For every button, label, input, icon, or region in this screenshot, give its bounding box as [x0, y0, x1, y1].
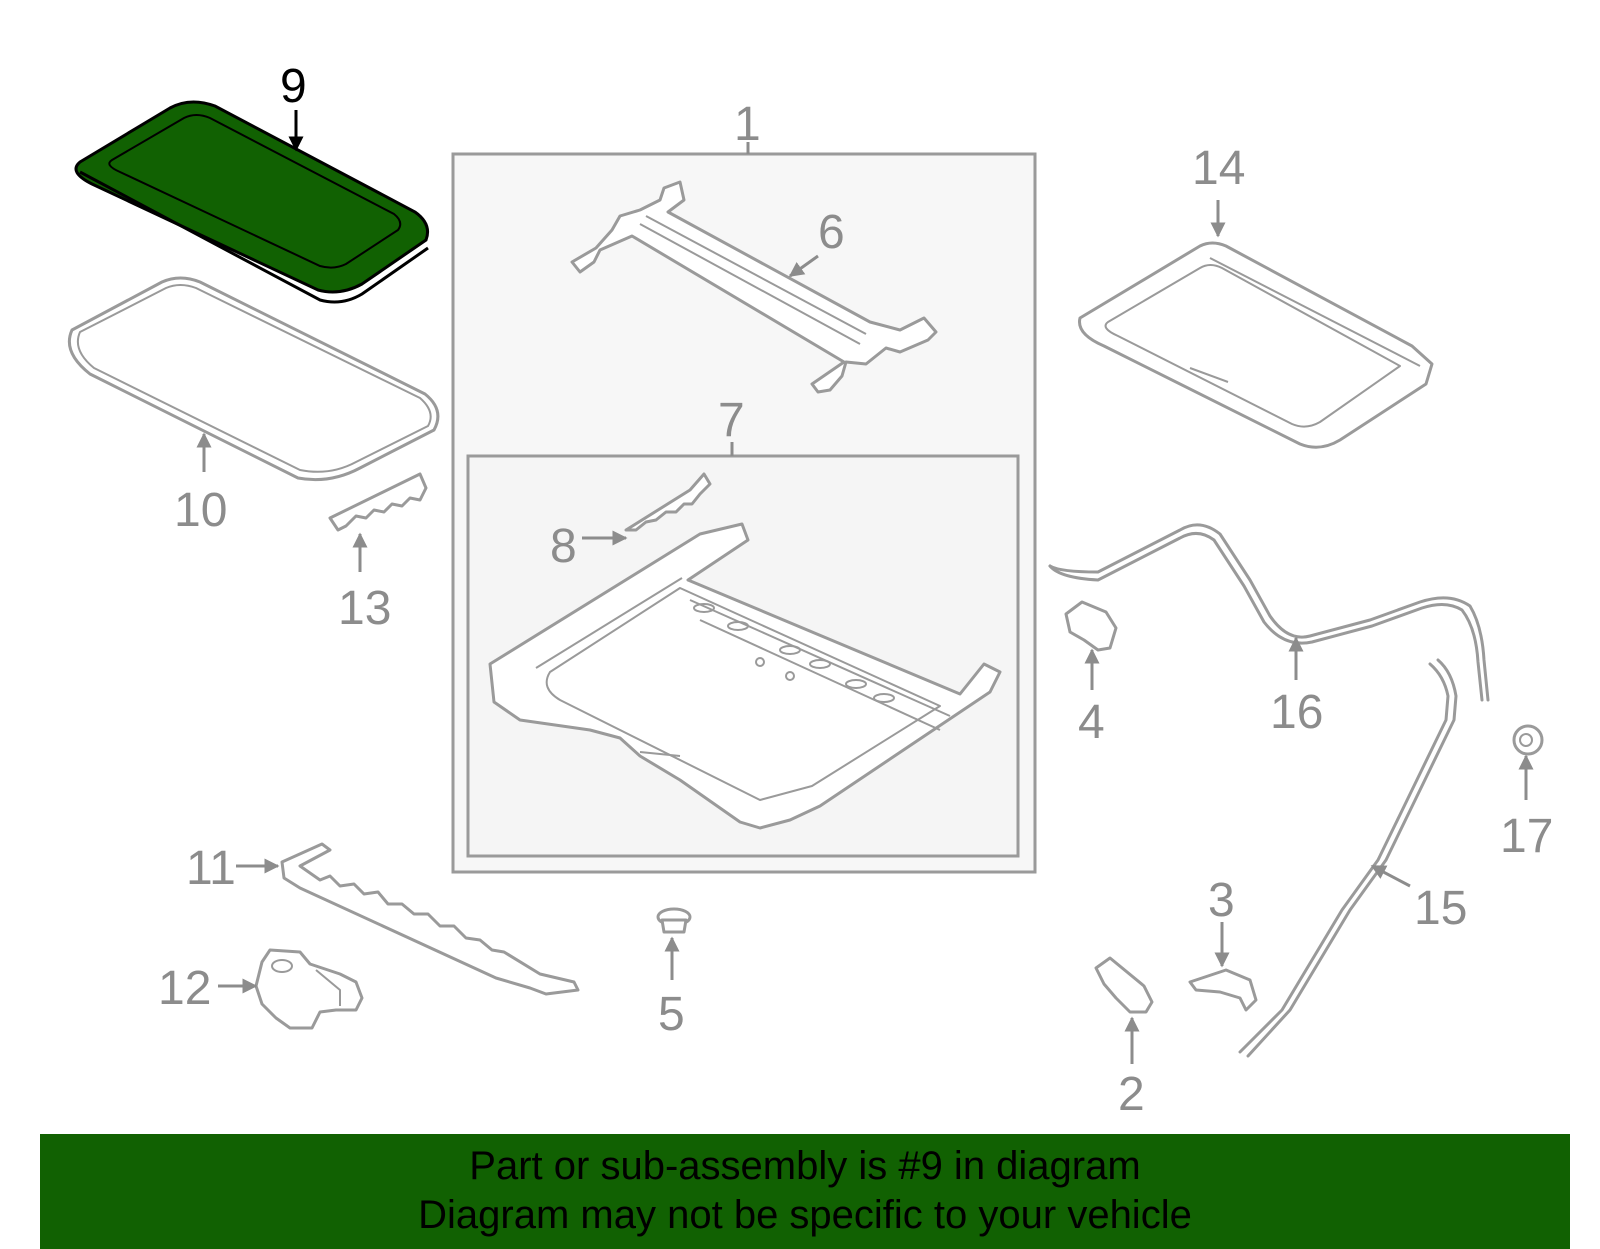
- part-8-bracket[interactable]: [624, 472, 712, 532]
- info-banner: Part or sub-assembly is #9 in diagram Di…: [40, 1134, 1570, 1249]
- callout-16: 16: [1270, 686, 1323, 739]
- callout-5: 5: [658, 988, 685, 1041]
- callout-10: 10: [174, 484, 227, 537]
- banner-line-1: Part or sub-assembly is #9 in diagram: [469, 1144, 1141, 1188]
- callout-4: 4: [1078, 696, 1105, 749]
- part-6-cross-rail[interactable]: [570, 180, 938, 394]
- part-11-wind-deflector[interactable]: [280, 842, 580, 996]
- part-5-push-nut[interactable]: [656, 907, 692, 934]
- part-9-glass-panel[interactable]: [74, 100, 430, 304]
- part-13-deflector-bracket[interactable]: [328, 472, 428, 532]
- callout-3: 3: [1208, 874, 1235, 927]
- callout-9: 9: [280, 60, 307, 113]
- part-4-clip[interactable]: [1064, 600, 1118, 652]
- callout-11: 11: [186, 842, 236, 895]
- part-16-drain-hose[interactable]: [1048, 523, 1490, 702]
- callout-8: 8: [550, 520, 577, 573]
- part-17-grommet[interactable]: [1512, 724, 1544, 756]
- banner-line-2: Diagram may not be specific to your vehi…: [418, 1193, 1192, 1237]
- part-7-frame[interactable]: [488, 522, 1002, 830]
- callout-13: 13: [338, 582, 391, 635]
- callout-17: 17: [1500, 810, 1553, 863]
- callout-12: 12: [158, 962, 211, 1015]
- part-2-clip[interactable]: [1094, 956, 1154, 1014]
- leader-15: [1370, 864, 1411, 888]
- part-15-drain-hose[interactable]: [1238, 658, 1458, 1058]
- part-10-seal[interactable]: [67, 276, 440, 482]
- leader-6: [788, 254, 819, 278]
- callout-7: 7: [718, 394, 745, 447]
- part-12-motor[interactable]: [254, 948, 364, 1030]
- callout-15: 15: [1414, 882, 1467, 935]
- part-3-bracket[interactable]: [1188, 968, 1258, 1012]
- callout-1: 1: [734, 98, 761, 151]
- part-14-sunshade-frame[interactable]: [1078, 241, 1434, 449]
- callout-6: 6: [818, 206, 845, 259]
- callout-14: 14: [1192, 142, 1245, 195]
- callout-2: 2: [1118, 1068, 1145, 1121]
